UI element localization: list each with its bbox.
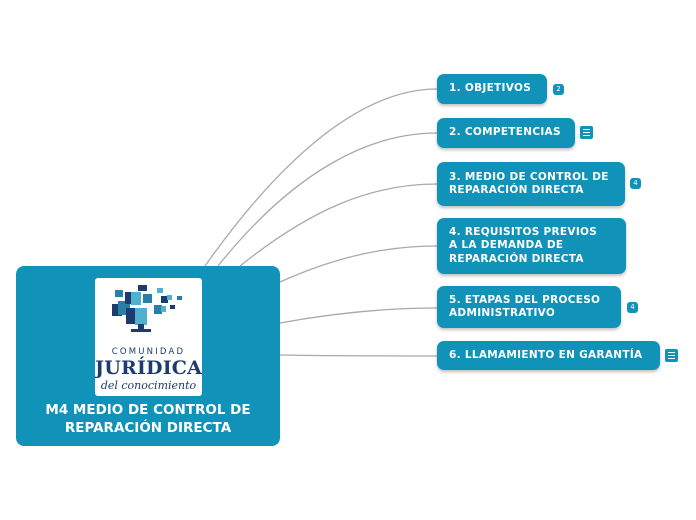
subtopic-count-badge[interactable]: 4	[630, 178, 641, 189]
topic-label: 6. LLAMAMIENTO EN GARANTÍA	[449, 348, 643, 361]
topic-etapas-del-proceso[interactable]: 5. ETAPAS DEL PROCESO ADMINISTRATIVO	[437, 286, 621, 328]
comunidad-juridica-logo: COMUNIDAD JURÍDICA del conocimiento	[95, 278, 202, 396]
topic-label: 1. OBJETIVOS	[449, 82, 532, 95]
logo-text-del-conocimiento: del conocimiento	[100, 379, 197, 392]
connector-requisitos	[279, 245, 438, 283]
book-tree-icon	[112, 285, 182, 332]
subtopic-count-badge[interactable]: 2	[553, 84, 564, 95]
connector-etapas	[279, 307, 438, 324]
logo-text-juridica: JURÍDICA	[95, 357, 202, 379]
topic-llamamiento-en-garantia[interactable]: 6. LLAMAMIENTO EN GARANTÍA	[437, 341, 660, 370]
topic-competencias[interactable]: 2. COMPETENCIAS	[437, 118, 575, 148]
central-topic-title: M4 MEDIO DE CONTROL DE REPARACIÓN DIRECT…	[45, 402, 251, 436]
notes-icon[interactable]	[665, 349, 678, 362]
topic-label: 5. ETAPAS DEL PROCESO ADMINISTRATIVO	[449, 293, 601, 320]
topic-label: 3. MEDIO DE CONTROL DE REPARACIÓN DIRECT…	[449, 170, 609, 197]
logo-text-comunidad: COMUNIDAD	[111, 347, 186, 357]
topic-medio-de-control[interactable]: 3. MEDIO DE CONTROL DE REPARACIÓN DIRECT…	[437, 162, 625, 206]
connector-medio-control	[239, 183, 438, 267]
connector-competencias	[217, 132, 438, 267]
topic-requisitos-previos[interactable]: 4. REQUISITOS PREVIOS A LA DEMANDA DE RE…	[437, 218, 626, 274]
notes-icon[interactable]	[580, 126, 593, 139]
connector-objetivos	[204, 88, 438, 267]
topic-label: 4. REQUISITOS PREVIOS A LA DEMANDA DE RE…	[449, 225, 598, 265]
subtopic-count-badge[interactable]: 4	[627, 302, 638, 313]
connector-llamamiento	[279, 354, 438, 357]
central-topic[interactable]: COMUNIDAD JURÍDICA del conocimiento M4 M…	[16, 266, 280, 446]
topic-objetivos[interactable]: 1. OBJETIVOS	[437, 74, 547, 104]
topic-label: 2. COMPETENCIAS	[449, 126, 561, 139]
